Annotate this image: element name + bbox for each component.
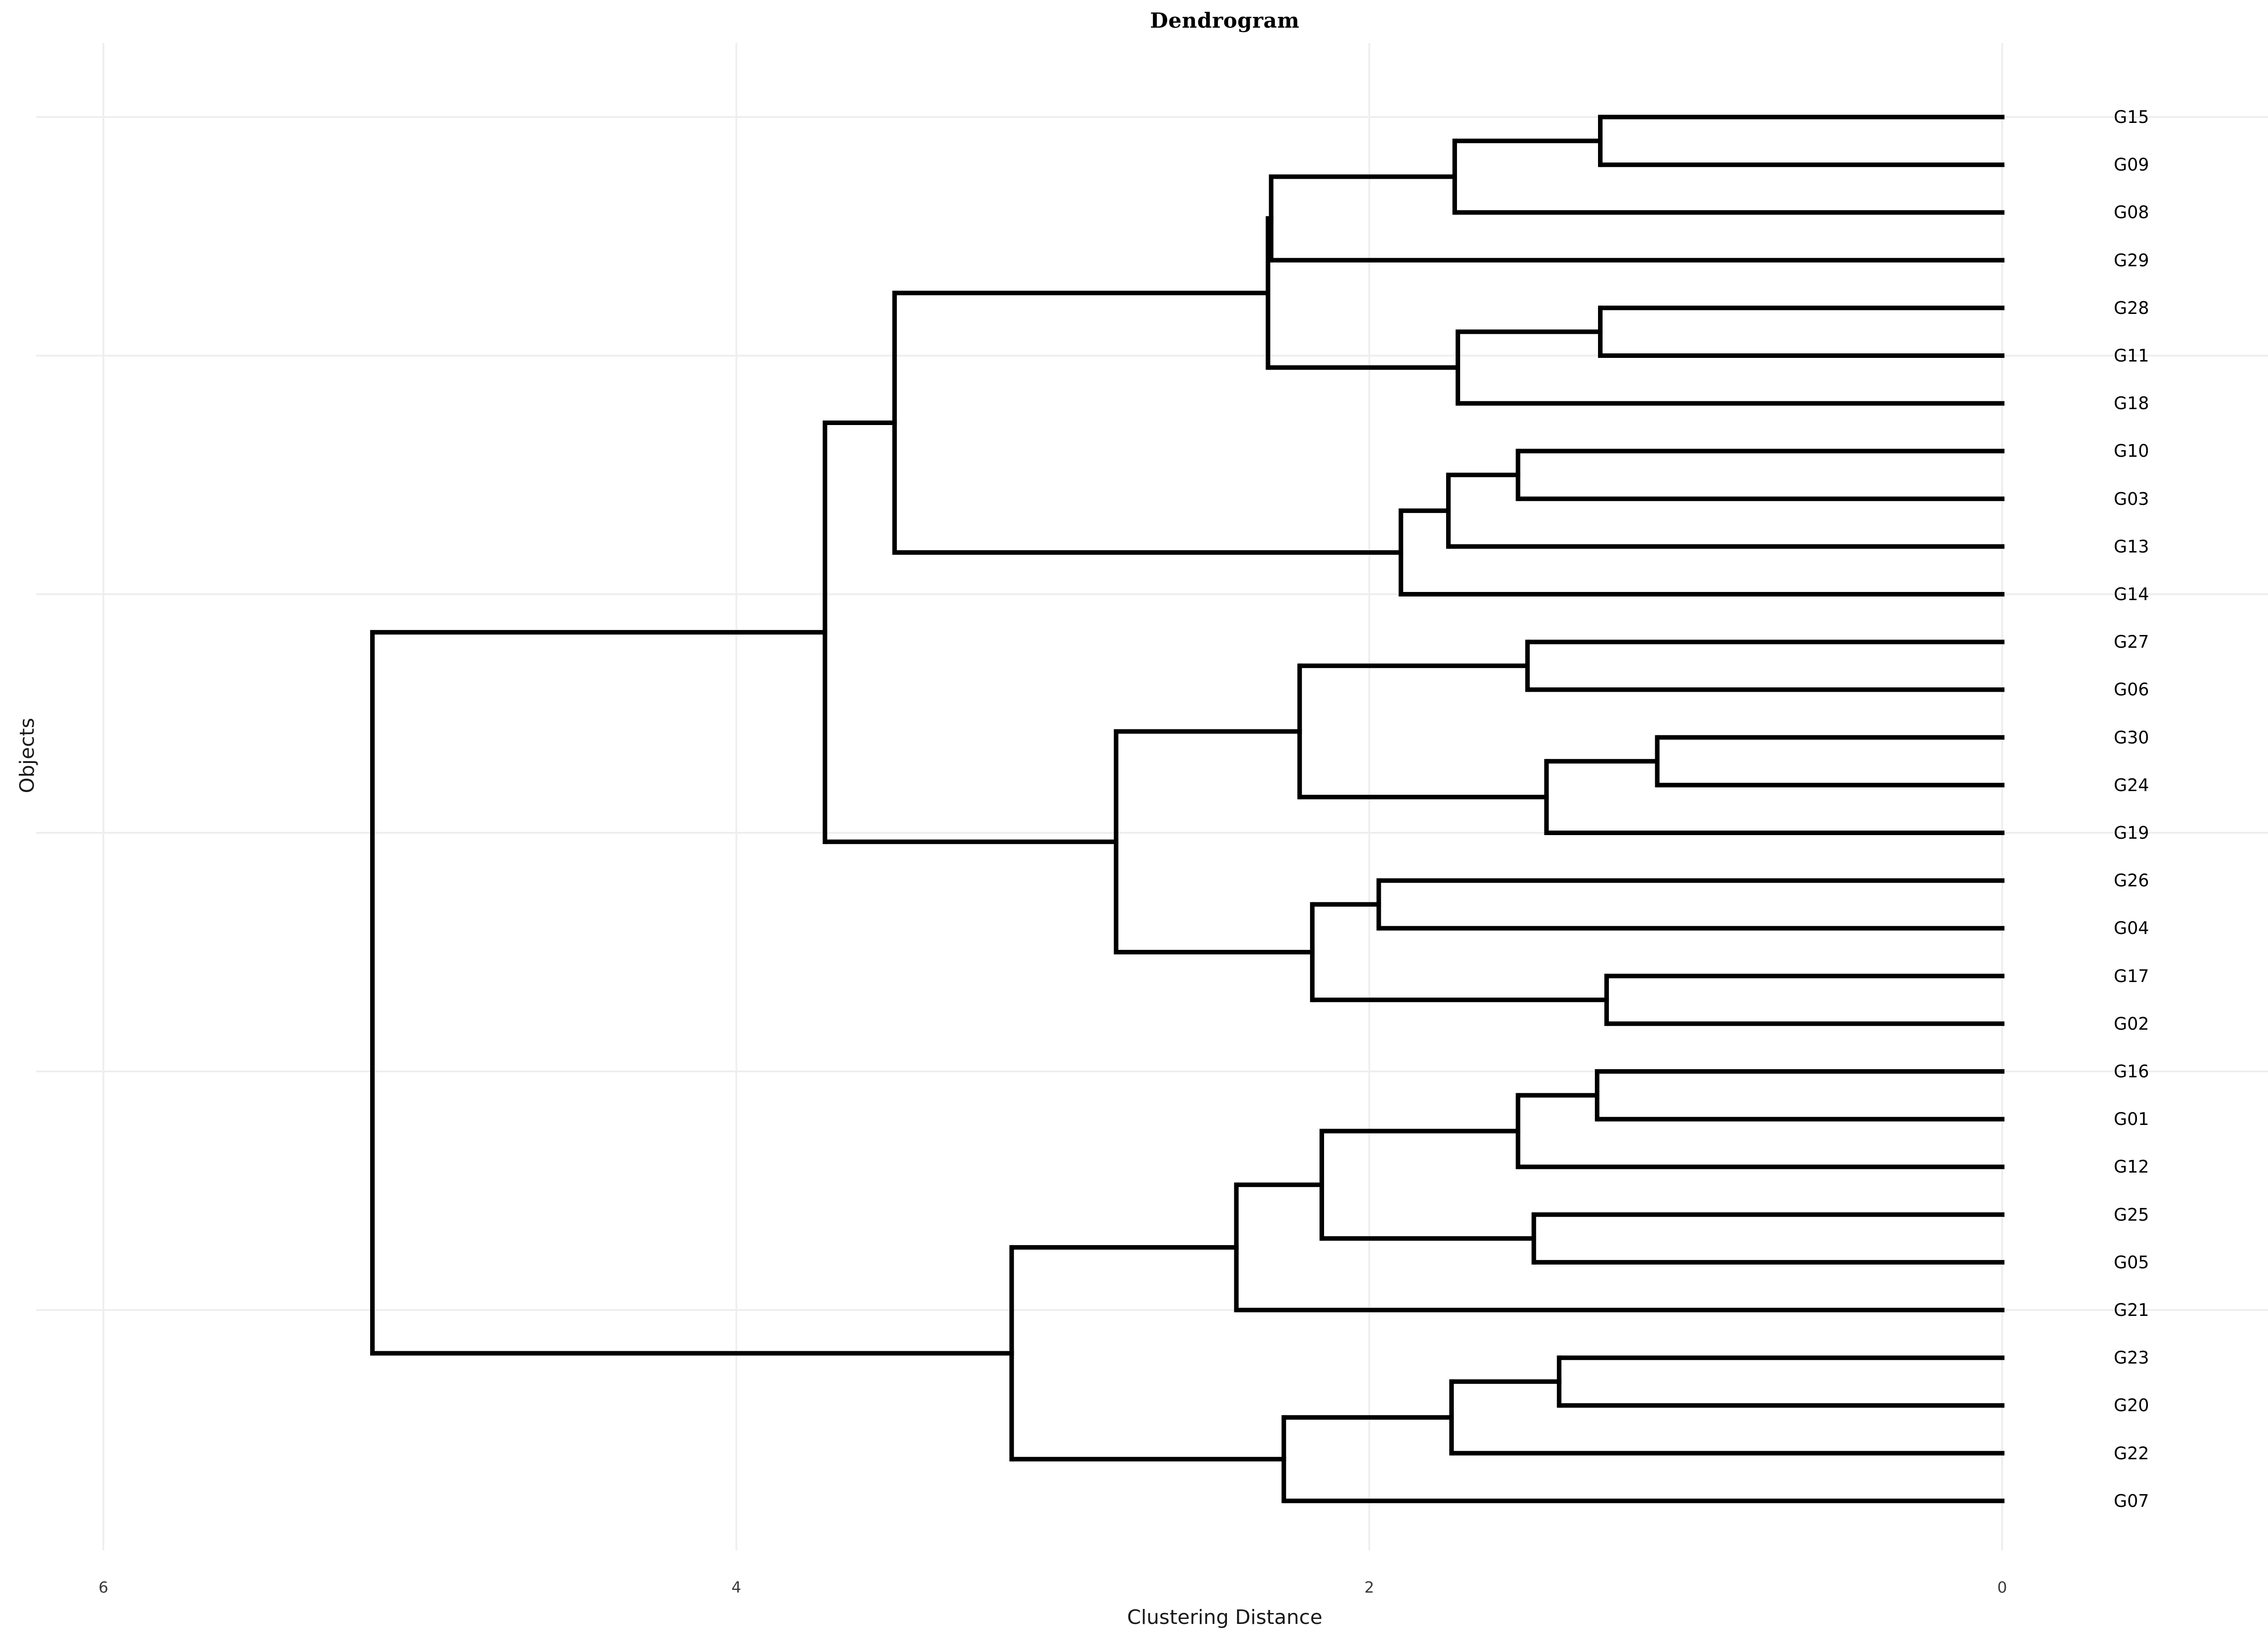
- dendrogram-link: [1449, 1379, 2004, 1456]
- leaf-label-g05: G05: [2114, 1252, 2149, 1272]
- dendrogram-link: [1544, 759, 2004, 835]
- dendrogram-link: [892, 290, 1403, 555]
- leaf-label-g30: G30: [2114, 727, 2149, 748]
- dendrogram-link: [1446, 473, 2004, 549]
- dendrogram-link: [1009, 1245, 1286, 1462]
- leaf-label-g26: G26: [2114, 870, 2149, 891]
- leaf-label-g08: G08: [2114, 202, 2149, 223]
- dendrogram-link: [1557, 1355, 2004, 1408]
- leaf-label-g29: G29: [2114, 250, 2149, 270]
- leaf-label-g02: G02: [2114, 1013, 2149, 1034]
- dendrogram-link: [1598, 115, 2004, 167]
- dendrogram-link: [1604, 973, 2004, 1026]
- leaf-label-g22: G22: [2114, 1443, 2149, 1463]
- leaf-label-g14: G14: [2114, 584, 2149, 604]
- leaf-label-g20: G20: [2114, 1395, 2149, 1416]
- dendrogram-link: [1266, 216, 1461, 370]
- dendrogram-link: [822, 420, 1119, 844]
- leaf-label-g27: G27: [2114, 632, 2149, 652]
- leaf-label-g25: G25: [2114, 1204, 2149, 1225]
- x-axis-tick-label: 0: [1997, 1579, 2007, 1597]
- leaf-label-g15: G15: [2114, 107, 2149, 127]
- leaf-label-g23: G23: [2114, 1348, 2149, 1368]
- dendrogram-link: [1376, 878, 2004, 931]
- dendrogram-link: [1398, 508, 2004, 596]
- leaf-label-g24: G24: [2114, 775, 2149, 795]
- dendrogram-link: [1594, 1069, 2004, 1122]
- leaf-label-g06: G06: [2114, 680, 2149, 700]
- dendrogram-links: [370, 115, 2004, 1503]
- leaf-label-g10: G10: [2114, 441, 2149, 461]
- leaf-label-g16: G16: [2114, 1061, 2149, 1081]
- leaf-label-g11: G11: [2114, 346, 2149, 366]
- dendrogram-link: [1525, 640, 2004, 692]
- dendrogram-link: [1515, 449, 2004, 501]
- leaf-label-g04: G04: [2114, 918, 2149, 939]
- dendrogram-link: [1452, 138, 2004, 215]
- dendrogram-link: [1281, 1415, 2004, 1503]
- dendrogram-link: [1310, 902, 1609, 1002]
- leaf-label-g03: G03: [2114, 489, 2149, 509]
- dendrogram-link: [1515, 1093, 2004, 1169]
- dendrogram-link: [1234, 1182, 2004, 1312]
- chart-title: Dendrogram: [1150, 8, 1300, 33]
- leaf-label-g19: G19: [2114, 823, 2149, 843]
- dendrogram-link: [1114, 729, 1315, 954]
- dendrogram-link: [1598, 305, 2004, 358]
- leaf-label-g12: G12: [2114, 1157, 2149, 1177]
- leaf-label-g21: G21: [2114, 1300, 2149, 1320]
- leaf-label-g28: G28: [2114, 298, 2149, 318]
- leaf-label-g18: G18: [2114, 393, 2149, 414]
- leaf-label-g09: G09: [2114, 155, 2149, 175]
- dendrogram-link: [370, 630, 1014, 1356]
- leaf-label-g07: G07: [2114, 1491, 2149, 1511]
- dendrogram-link: [1531, 1212, 2004, 1265]
- dendrogram-link: [1456, 329, 2004, 406]
- x-axis-tick-label: 2: [1364, 1579, 1374, 1597]
- dendrogram-link: [1297, 663, 1549, 800]
- x-axis-label: Clustering Distance: [1127, 1606, 1323, 1629]
- leaf-label-g17: G17: [2114, 966, 2149, 986]
- x-axis-tick-label: 4: [731, 1579, 742, 1597]
- dendrogram-link: [1320, 1129, 1536, 1241]
- grid-lines: [36, 43, 2268, 1550]
- x-axis-tick-label: 6: [98, 1579, 108, 1597]
- dendrogram-link: [1655, 735, 2004, 787]
- leaf-label-g13: G13: [2114, 536, 2149, 557]
- dendrogram-link: [1269, 174, 2004, 263]
- leaf-label-g01: G01: [2114, 1109, 2149, 1129]
